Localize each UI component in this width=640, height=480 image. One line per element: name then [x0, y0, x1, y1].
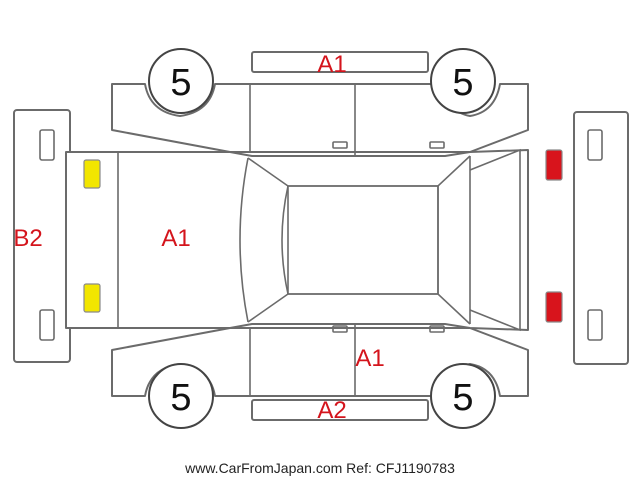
car-body-top-view: [65, 148, 529, 332]
taillight-bottom: [545, 291, 563, 323]
tire-rear-left: 5: [430, 48, 496, 114]
code-bottom-door: A1: [355, 345, 384, 372]
tire-front-left-grade: 5: [170, 62, 191, 104]
bottom-rocker-strip: [251, 399, 429, 421]
top-rocker-strip: [251, 51, 429, 73]
code-hood: A1: [161, 225, 190, 252]
headlight-bottom: [83, 283, 101, 313]
code-front-bumper: B2: [13, 225, 42, 252]
headlight-top: [83, 159, 101, 189]
code-bottom-rocker: A2: [317, 397, 346, 424]
tire-front-right: 5: [148, 363, 214, 429]
tire-rear-right: 5: [430, 363, 496, 429]
tire-front-left: 5: [148, 48, 214, 114]
tire-front-right-grade: 5: [170, 377, 191, 419]
tire-rear-right-grade: 5: [452, 377, 473, 419]
taillight-top: [545, 149, 563, 181]
rear-bumper: [573, 111, 629, 365]
tire-rear-left-grade: 5: [452, 62, 473, 104]
code-roof-top: A1: [317, 51, 346, 78]
footer-reference: www.CarFromJapan.com Ref: CFJ1190783: [184, 460, 455, 476]
